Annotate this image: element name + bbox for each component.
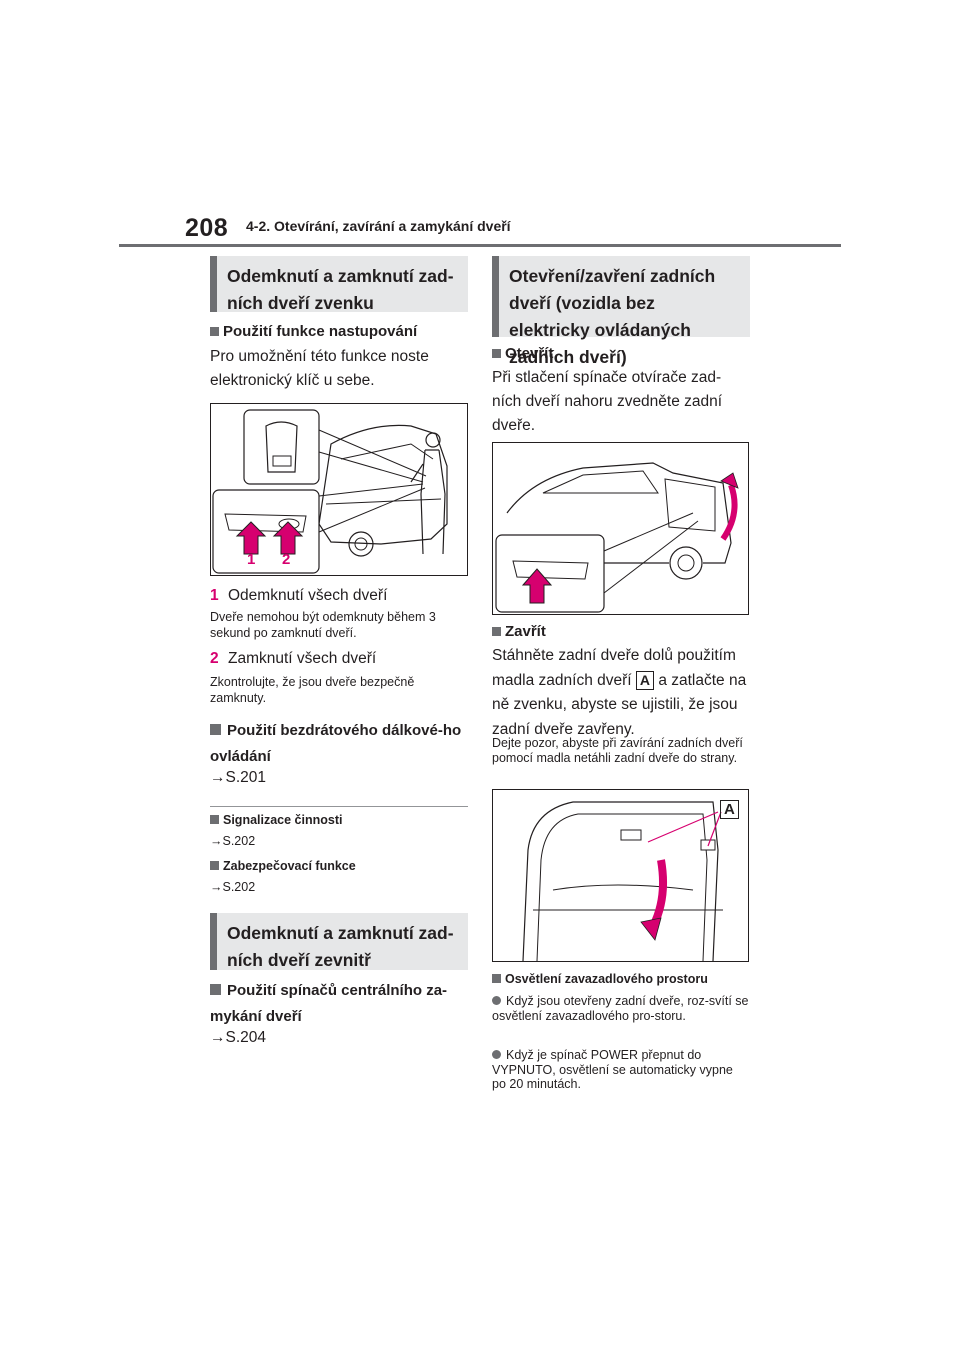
subheading-close: Zavřít — [492, 620, 546, 644]
chapter-title: 4-2. Otevírání, zavírání a zamykání dveř… — [246, 218, 511, 234]
item-unlock-all: 1 Odemknutí všech dveří — [210, 584, 470, 608]
bullet-light-off: Když je spínač POWER přepnut do VYPNUTO,… — [492, 1048, 750, 1092]
open-instructions: Při stlačení spínače otvírače zad-ních d… — [492, 369, 723, 434]
remote-reference: →S.201 — [210, 769, 267, 786]
section-heading-text: Odemknutí a zamknutí zad-ních dveří zevn… — [227, 923, 454, 970]
close-text-part-1: Stáhněte zadní dveře dolů použitím madla… — [492, 647, 736, 689]
subheading-text: Použití spínačů centrálního za-mykání dv… — [210, 982, 448, 1025]
figure-label-2: 2 — [282, 551, 291, 568]
figure-open-tailgate — [492, 442, 749, 615]
notes-divider — [210, 806, 468, 807]
item-text: Zamknutí všech dveří — [228, 650, 377, 667]
subheading-remote: Použití bezdrátového dálkové-ho ovládání — [210, 718, 472, 770]
note-security-function-ref: →S.202 — [210, 880, 256, 894]
item-number: 2 — [210, 650, 219, 667]
square-bullet-icon — [492, 349, 501, 358]
square-bullet-icon — [210, 724, 221, 735]
square-bullet-icon — [210, 861, 219, 870]
close-instructions: Stáhněte zadní dveře dolů použitím madla… — [492, 644, 750, 742]
subheading-text: Použití bezdrátového dálkové-ho ovládání — [210, 722, 462, 765]
note-title: Signalizace činnosti — [223, 813, 343, 827]
figure-key-unlock: 1 2 — [210, 403, 468, 576]
note-security-function: Zabezpečovací funkce — [210, 854, 356, 878]
note-operation-signal-ref: →S.202 — [210, 834, 256, 848]
callout-box-a: A — [635, 670, 655, 690]
item-number: 1 — [210, 587, 219, 604]
subheading-entry-function: Použití funkce nastupování — [210, 320, 470, 344]
close-text-part-2: a zatlačte na ně zvenku, abyste se ujist… — [492, 671, 747, 738]
item-unlock-note: Dveře nemohou být odemknuty během 3 seku… — [210, 610, 436, 640]
figure-label-a: A — [720, 800, 739, 819]
round-bullet-icon — [492, 1050, 501, 1059]
open-tailgate-illustration — [522, 801, 723, 961]
note-title: Osvětlení zavazadlového prostoru — [505, 972, 708, 986]
figure-label-1: 1 — [247, 551, 256, 568]
item-lock-note: Zkontrolujte, že jsou dveře bezpečně zam… — [210, 675, 415, 705]
section-heading-exterior: Odemknutí a zamknutí zad-ních dveří zven… — [210, 256, 468, 313]
subheading-open: Otevřít — [492, 342, 553, 366]
square-bullet-icon — [492, 974, 501, 983]
item-text: Odemknutí všech dveří — [228, 587, 388, 604]
header-rule — [119, 244, 841, 247]
item-lock-all: 2 Zamknutí všech dveří — [210, 647, 470, 671]
subheading-text: Otevřít — [505, 345, 554, 362]
section-heading-tailgate: Otevření/zavření zadních dveří (vozidla … — [492, 256, 750, 367]
note-title: Zabezpečovací funkce — [223, 859, 356, 873]
figure-close-tailgate: A — [492, 789, 749, 962]
bullet-light-on: Když jsou otevřeny zadní dveře, roz-svít… — [492, 994, 750, 1023]
square-bullet-icon — [210, 984, 221, 995]
note-luggage-light: Osvětlení zavazadlového prostoru — [492, 967, 708, 991]
section-heading-text: Otevření/zavření zadních dveří (vozidla … — [509, 266, 716, 367]
close-note: Dejte pozor, abyste při zavírání zadních… — [492, 736, 743, 765]
square-bullet-icon — [210, 327, 219, 336]
bullet-text: Když jsou otevřeny zadní dveře, roz-svít… — [492, 994, 749, 1023]
entry-function-text: Pro umožnění této funkce noste elektroni… — [210, 348, 429, 389]
subheading-text: Zavřít — [505, 623, 546, 640]
square-bullet-icon — [210, 815, 219, 824]
car-rear-illustration — [212, 409, 448, 574]
round-bullet-icon — [492, 996, 501, 1005]
section-heading-text: Odemknutí a zamknutí zad-ních dveří zven… — [227, 266, 454, 313]
suv-side-illustration — [495, 462, 739, 613]
subheading-central-lock: Použití spínačů centrálního za-mykání dv… — [210, 978, 472, 1030]
bullet-text: Když je spínač POWER přepnut do VYPNUTO,… — [492, 1048, 733, 1091]
note-operation-signal: Signalizace činnosti — [210, 808, 342, 832]
section-heading-interior: Odemknutí a zamknutí zad-ních dveří zevn… — [210, 913, 468, 970]
subheading-text: Použití funkce nastupování — [223, 323, 418, 340]
square-bullet-icon — [492, 627, 501, 636]
central-lock-reference: →S.204 — [210, 1029, 267, 1046]
page-number: 208 — [185, 214, 229, 242]
